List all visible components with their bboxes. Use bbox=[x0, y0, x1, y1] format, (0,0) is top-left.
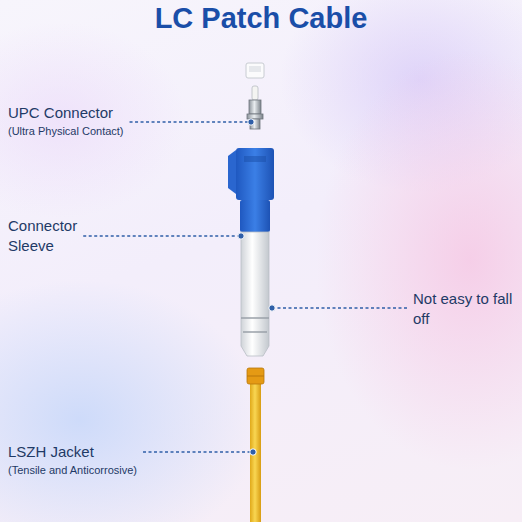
connector-sleeve bbox=[241, 232, 269, 356]
dust-cap bbox=[246, 63, 264, 78]
leader-dot bbox=[269, 305, 275, 311]
leader-line bbox=[143, 451, 253, 452]
part-name: UPC Connector bbox=[8, 103, 113, 123]
lc-housing bbox=[228, 148, 274, 232]
part-name: Connector Sleeve bbox=[8, 216, 100, 256]
part-subtitle: (Tensile and Anticorrosive) bbox=[8, 462, 137, 478]
feature-note: Not easy to fall off bbox=[413, 289, 513, 329]
leader-dot bbox=[250, 449, 256, 455]
page-title: LC Patch Cable bbox=[0, 2, 522, 35]
leader-line bbox=[272, 307, 407, 308]
part-subtitle: (Ultra Physical Contact) bbox=[8, 123, 124, 139]
yellow-cable bbox=[247, 368, 264, 522]
leader-dot bbox=[238, 233, 244, 239]
ferrule bbox=[247, 86, 263, 129]
part-name: LSZH Jacket bbox=[8, 442, 94, 462]
leader-dot bbox=[248, 119, 254, 125]
leader-line bbox=[83, 235, 241, 236]
leader-line bbox=[130, 121, 251, 122]
